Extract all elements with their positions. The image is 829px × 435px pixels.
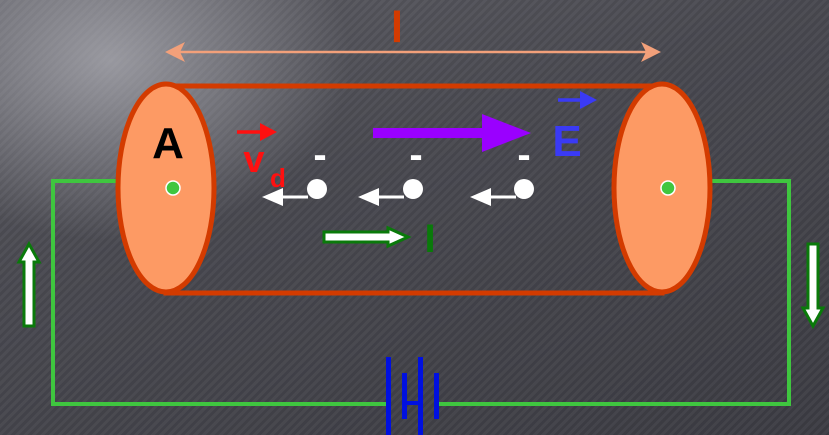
battery-symbol [386,357,439,435]
battery-plate-short-1 [402,373,407,419]
battery-plate-short-2 [434,373,439,419]
velocity-symbol: v [243,139,264,181]
electron-dot [307,179,327,199]
electron-charge-sign: - [517,133,530,177]
electron-dot [403,179,423,199]
electron-dot [514,179,534,199]
electron-drift-arrow-head [358,188,379,206]
field-arrow-head [482,114,531,152]
field-label: E [552,91,597,166]
velocity-vector-head [260,123,277,141]
velocity-subscript: d [270,163,286,193]
wire-right [437,179,791,406]
contact-right [660,180,676,196]
current-arrow-right-wire [800,242,826,330]
current-arrow-down [800,242,826,330]
battery-plate-long-2 [418,357,423,435]
wire-left [51,179,388,406]
length-label: l [391,3,403,52]
electron-1: - [262,133,327,206]
current-arrow-conductor [322,225,412,249]
field-symbol: E [552,117,581,166]
battery-link [404,401,421,405]
area-label: A [152,119,184,168]
electron-charge-sign: - [313,133,326,177]
electric-field-arrow [373,114,531,152]
electron-drift-arrow-head [470,188,491,206]
electron-charge-sign: - [409,133,422,177]
electron-3: - [470,133,534,206]
battery-plate-long-1 [386,357,391,435]
current-arrow-up [16,240,42,328]
electron-drift-arrow-head [262,188,283,206]
drift-velocity-label: v d [237,123,286,193]
current-arrow-shape [322,225,412,249]
electron-2: - [358,133,423,206]
contact-left [165,180,181,196]
field-arrow-shaft [373,128,485,138]
circuit-wire [51,179,791,406]
current-arrow-left-wire [16,240,42,328]
field-vector-head [580,91,597,109]
current-label: I [424,217,435,261]
